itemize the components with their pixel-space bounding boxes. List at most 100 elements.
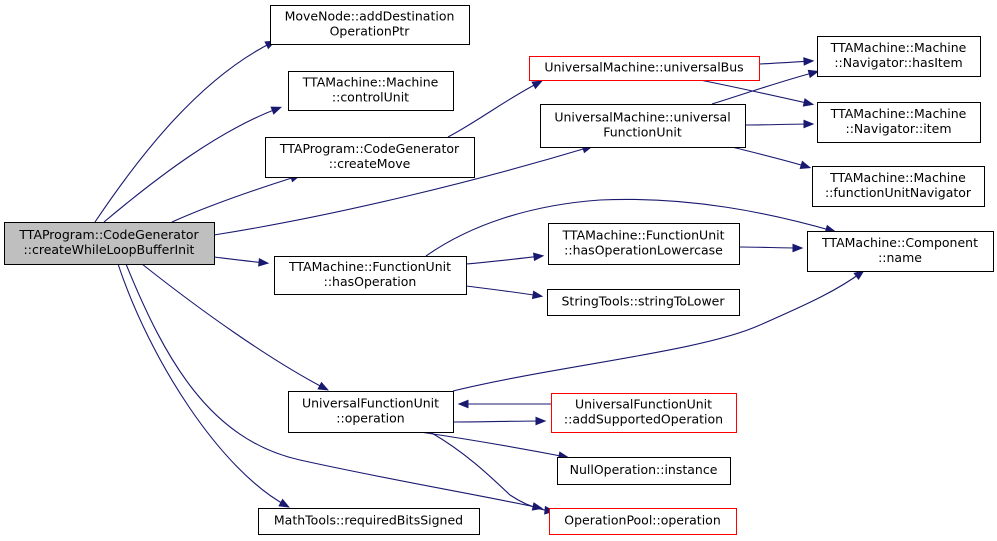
- arrowhead-icon: [457, 399, 469, 409]
- node-label: ::createMove: [329, 156, 411, 171]
- node-n16[interactable]: MathTools::requiredBitsSigned: [258, 508, 480, 535]
- node-label: UniversalFunctionUnit: [302, 396, 439, 411]
- node-n9[interactable]: TTAMachine::FunctionUnit::hasOperation: [274, 256, 467, 295]
- node-box[interactable]: [288, 71, 454, 111]
- edge-n9-to-n12: [465, 285, 544, 300]
- arrowhead-icon: [799, 160, 812, 169]
- arrowhead-icon: [270, 106, 283, 115]
- arrowhead-icon: [807, 69, 820, 79]
- edge-n13-to-n11: [452, 270, 865, 392]
- arrowhead-icon: [317, 381, 329, 391]
- edge-n5-to-n7: [745, 119, 815, 129]
- arrowhead-icon: [803, 119, 815, 129]
- node-label: UniversalMachine::universalBus: [544, 60, 743, 75]
- node-n15[interactable]: NullOperation::instance: [557, 457, 731, 485]
- node-box[interactable]: [270, 5, 470, 45]
- node-label: MoveNode::addDestination: [285, 9, 455, 24]
- node-box[interactable]: [288, 391, 454, 433]
- arrowhead-icon: [792, 243, 804, 253]
- node-box[interactable]: [529, 56, 760, 81]
- node-label: TTAMachine::FunctionUnit: [288, 259, 451, 274]
- node-n7[interactable]: TTAMachine::Machine::Navigator::item: [817, 102, 981, 143]
- edge-n4-to-n7: [699, 79, 815, 107]
- edge-root-to-n1: [94, 40, 276, 223]
- node-label: TTAMachine::Component: [821, 235, 978, 250]
- node-n2[interactable]: TTAMachine::Machine::controlUnit: [288, 71, 454, 111]
- node-label: OperationPool::operation: [564, 513, 721, 528]
- node-n3[interactable]: TTAProgram::CodeGenerator::createMove: [265, 137, 475, 178]
- node-n10[interactable]: TTAMachine::FunctionUnit::hasOperationLo…: [548, 223, 740, 265]
- node-label: TTAProgram::CodeGenerator: [18, 227, 199, 242]
- node-label: ::Navigator::item: [845, 121, 951, 136]
- node-label: ::controlUnit: [332, 90, 409, 105]
- node-label: ::Navigator::hasItem: [834, 55, 962, 70]
- node-n8[interactable]: TTAMachine::Machine::functionUnitNavigat…: [812, 166, 985, 207]
- nodes-layer: TTAProgram::CodeGenerator::createWhileLo…: [4, 5, 994, 535]
- node-box[interactable]: [551, 393, 737, 433]
- arrowhead-icon: [531, 80, 543, 90]
- edge-root-to-n13: [141, 263, 329, 391]
- edge-n13-to-n15: [419, 431, 570, 460]
- edge-n10-to-n11: [738, 243, 804, 253]
- node-box[interactable]: [274, 256, 467, 295]
- arrowhead-icon: [258, 257, 270, 267]
- edge-root-to-n16: [117, 263, 290, 508]
- arrowhead-icon: [853, 270, 865, 280]
- node-box[interactable]: [807, 231, 994, 272]
- node-label: TTAMachine::Machine: [829, 170, 966, 185]
- node-box[interactable]: [549, 508, 737, 535]
- node-box[interactable]: [4, 222, 215, 265]
- node-box[interactable]: [548, 223, 740, 265]
- edge-n3-to-n4: [447, 80, 543, 138]
- arrowhead-icon: [531, 290, 544, 300]
- node-label: ::functionUnitNavigator: [825, 185, 972, 200]
- node-box[interactable]: [547, 289, 740, 316]
- node-box[interactable]: [265, 137, 475, 178]
- edge-root-to-n3: [171, 174, 302, 223]
- edge-n13-to-n14: [452, 416, 547, 426]
- node-label: ::createWhileLoopBufferInit: [24, 242, 195, 257]
- node-label: MathTools::requiredBitsSigned: [274, 513, 463, 528]
- node-n12[interactable]: StringTools::stringToLower: [547, 289, 740, 316]
- edge-n5-to-n8: [731, 146, 812, 169]
- edges-layer: [94, 40, 865, 515]
- arrowhead-icon: [278, 498, 290, 508]
- arrowhead-icon: [803, 57, 815, 66]
- node-label: TTAProgram::CodeGenerator: [279, 141, 460, 156]
- node-label: ::hasOperation: [324, 274, 417, 289]
- edge-n9-to-n10: [465, 252, 545, 265]
- node-label: NullOperation::instance: [570, 462, 718, 477]
- edge-root-to-n9: [213, 256, 270, 267]
- edge-root-to-n2: [103, 106, 283, 223]
- node-box[interactable]: [557, 457, 731, 485]
- node-label: TTAMachine::Machine: [830, 106, 967, 121]
- node-box[interactable]: [258, 508, 480, 535]
- node-label: StringTools::stringToLower: [561, 294, 725, 309]
- node-n11[interactable]: TTAMachine::Component::name: [807, 231, 994, 272]
- node-box[interactable]: [812, 166, 985, 207]
- arrowhead-icon: [802, 98, 815, 107]
- edge-n4-to-n6: [758, 57, 815, 66]
- node-label: ::addSupportedOperation: [564, 412, 723, 427]
- node-box[interactable]: [540, 104, 746, 148]
- node-n13[interactable]: UniversalFunctionUnit::operation: [288, 391, 454, 433]
- node-label: TTAMachine::Machine: [302, 75, 439, 90]
- arrowhead-icon: [533, 252, 545, 262]
- node-n4[interactable]: UniversalMachine::universalBus: [529, 56, 760, 81]
- edge-n5-to-n6: [711, 69, 820, 105]
- edge-root-to-n17: [125, 263, 544, 511]
- node-label: ::operation: [336, 411, 404, 426]
- edge-n13-to-n17: [429, 431, 556, 515]
- node-box[interactable]: [817, 102, 981, 143]
- node-box[interactable]: [817, 36, 981, 77]
- node-n6[interactable]: TTAMachine::Machine::Navigator::hasItem: [817, 36, 981, 77]
- node-label: FunctionUnit: [603, 125, 682, 140]
- node-root[interactable]: TTAProgram::CodeGenerator::createWhileLo…: [4, 222, 215, 265]
- node-label: OperationPtr: [330, 24, 411, 39]
- node-label: UniversalFunctionUnit: [575, 397, 712, 412]
- node-n17[interactable]: OperationPool::operation: [549, 508, 737, 535]
- node-n14[interactable]: UniversalFunctionUnit::addSupportedOpera…: [551, 393, 737, 433]
